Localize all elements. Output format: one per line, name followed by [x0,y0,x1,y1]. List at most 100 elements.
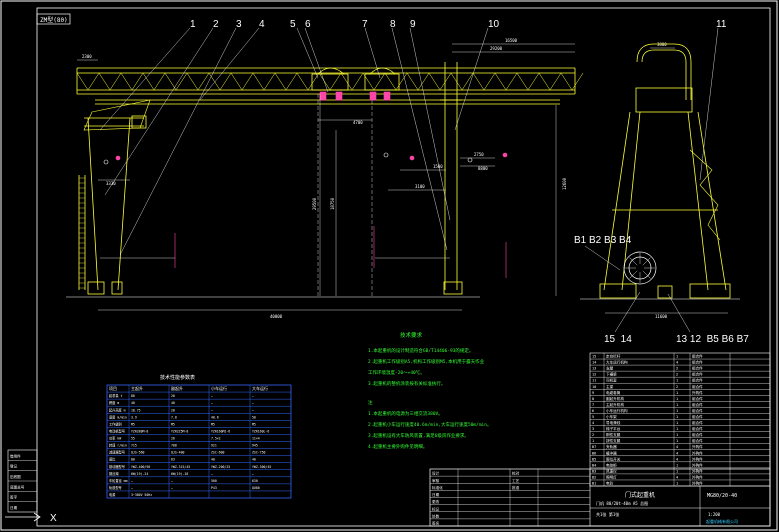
callout-number: 4 [259,19,265,30]
params-cell: YZR160M1-6 [211,429,230,433]
hooks [103,91,508,278]
title-block-cell: 校对 [512,471,520,476]
parts-cell: 2 [676,373,678,377]
params-cell: 40 [171,401,175,405]
side-leader-2 [614,291,641,333]
parts-cell: 外购件 [692,444,703,449]
parts-cell: 9 [592,391,594,395]
parts-cell: 组合件 [692,414,703,419]
params-cell: 跨度 m [109,400,119,405]
title-block-cell: 工艺 [512,478,520,483]
params-header-cell: 小车运行 [211,385,227,391]
params-cell: ZSC-750 [252,451,266,455]
params-cell: 6W(19)-24 [131,472,148,476]
params-cell: 钢丝绳 [109,471,119,476]
title-block-cell: 标记 [432,506,440,511]
dim-side-top: 3800 [657,42,667,47]
params-cell: 3.9 [131,415,137,419]
params-title: 技术性能参数表 [160,374,195,381]
params-cell: 630 [252,479,258,483]
title-block-cell: 更改 [432,499,440,504]
params-cell: M5 [171,422,175,426]
params-cell: 20 [171,408,175,412]
parts-cell: B3 [592,469,596,473]
left-strip-cell: 旧底图 [10,474,21,479]
tb-company: 起重机械有限公司 [706,518,738,524]
params-cell: — [252,472,254,476]
params-cell: P43 [211,486,217,490]
parts-cell: 缓冲器 [606,450,617,455]
dim-top-span: 16500 [505,38,518,43]
parts-cell: 1 [676,415,678,419]
params-cell: 车轮直径 mm [109,478,128,483]
dim-side-bottom: 11600 [655,314,668,319]
parts-cell: 2 [592,433,594,437]
parts-cell: 组合件 [692,360,703,365]
parts-cell: 组合件 [692,372,703,377]
tb-drawing-no: MG80/20-40 [707,493,737,499]
parts-cell: B7 [592,445,596,449]
parts-cell: 1 [676,391,678,395]
params-cell: 715 [131,444,137,448]
parts-cell: 1 [676,421,678,425]
parts-cell: 15 [592,355,596,359]
side-labels-bottom-right: 13 12 B5 B6 B7 [676,334,749,345]
parts-cell: 13 [592,367,596,371]
title-block-cell: 批准 [512,485,520,490]
parts-cell: 5 [592,415,594,419]
params-cell: QJS-400 [171,451,185,455]
parts-cell: B6 [592,451,596,455]
parts-cell: 下横梁 [606,372,617,377]
parts-cell: 组合件 [692,420,703,425]
parts-cell: 限位开关 [606,456,621,461]
params-cell: ZSC-600 [211,451,225,455]
parts-cell: 组合件 [692,378,703,383]
parts-cell: 4 [676,451,678,455]
params-cell: — [171,486,173,490]
params-cell: — [131,479,133,483]
note-line: 4.起重机主要外购件见明细。 [368,443,427,450]
parts-cell: B2 [592,475,596,479]
params-cell: 速度 m/min [109,414,127,419]
params-cell: YZR225M-8 [171,429,188,433]
params-header-cell: 项目 [109,385,117,391]
parts-cell: 导电滑线 [606,420,621,425]
params-cell: QJS-560 [131,451,145,455]
dim-top-left: 2300 [82,54,92,59]
callout-number: 7 [362,19,368,30]
parts-cell: 1 [676,439,678,443]
params-cell: 708 [171,444,177,448]
params-cell: 制动器型号 [109,464,125,469]
params-cell: 电源 [109,492,116,497]
parts-cell: 1 [676,427,678,431]
parts-cell: 1 [592,439,594,443]
params-cell: 7.5×2 [211,437,221,441]
note-line: 1.本起重机的设计制造符合GB/T14406-93的规定。 [368,347,473,354]
parts-cell: 主梁 [606,384,614,389]
params-cell: 速比 [109,457,115,462]
callout-number: 11 [716,19,727,30]
parts-cell: 1 [676,397,678,401]
params-header-cell: 大车运行 [252,385,268,391]
params-header-cell: 主起升 [131,385,143,391]
tb-sheet: 共1张 第1张 [596,511,619,517]
callout-number: 1 [190,19,196,30]
title-block-cell: 日期 [432,492,440,497]
params-cell: 500 [211,479,217,483]
params-cell: 26 [171,437,175,441]
tb-spec: 门机 80/20t-40m A5 总图 [596,500,648,506]
parts-cell: 外购件 [692,390,703,395]
parts-cell: 外购件 [692,468,703,473]
title-block-cell: 审核 [432,478,440,483]
parts-cell: 照明灯 [606,474,617,479]
parts-cell: 风速仪 [606,468,617,473]
params-cell: 起重量 t [109,393,122,398]
params-cell: — [171,479,173,483]
params-cell: 起升高度 m [109,407,126,412]
parts-cell: 外购件 [692,474,703,479]
notes-block: 技术要求 1.本起重机的设计制造符合GB/T14406-93的规定。2.起重机工… [368,331,491,450]
params-cell: 转速 r/min [109,443,127,448]
parts-cell: B4 [592,463,596,467]
